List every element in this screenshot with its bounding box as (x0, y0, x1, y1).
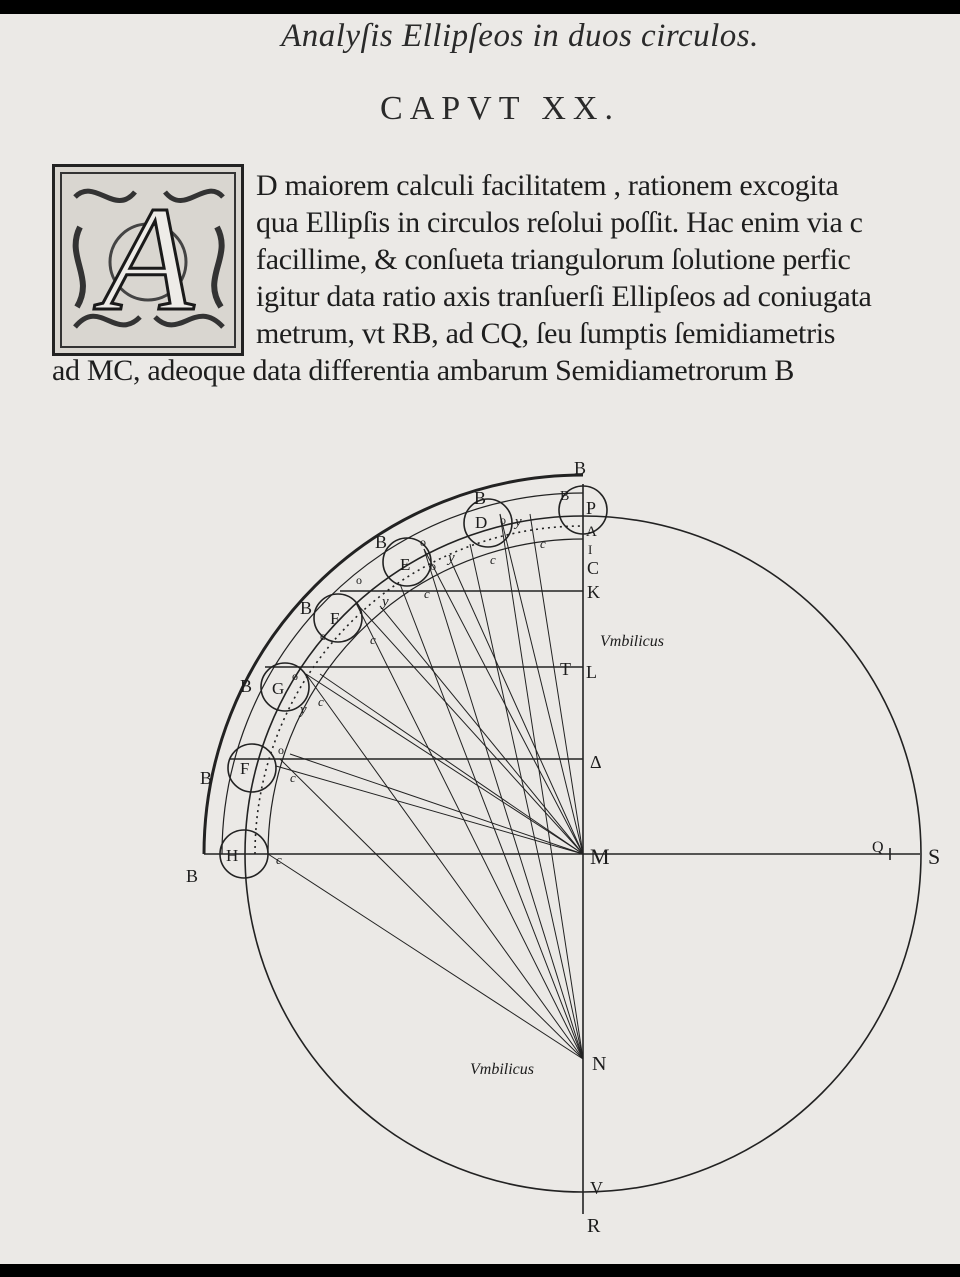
label-M: M (590, 844, 610, 869)
outer-ellipse-arc (202, 473, 584, 855)
running-head: Analyſis Ellipſeos in duos circulos. (281, 18, 759, 54)
label-y-3: y (380, 594, 389, 610)
label-K: K (587, 582, 600, 602)
label-C-axis: C (587, 558, 599, 578)
label-umbilicus-lower: Vmbilicus (470, 1061, 534, 1078)
label-R: R (587, 1215, 601, 1237)
label-F: F (330, 609, 339, 628)
label-B-outer-2: B (200, 768, 212, 788)
label-A: A (586, 524, 597, 540)
initial-letter: A (93, 176, 195, 342)
label-D: D (475, 513, 487, 532)
label-P: P (586, 498, 596, 518)
label-c-1: c (276, 852, 282, 867)
small-circle-A (558, 485, 608, 535)
ellipse-diagram: B P A I C K T L Δ M N V R Q S Vmbilicus … (186, 458, 940, 1237)
label-delta: Δ (590, 752, 602, 772)
label-y-2: y (446, 550, 455, 566)
label-c-5: c (424, 586, 430, 601)
dotted-arc (254, 525, 584, 855)
label-I: I (588, 542, 592, 557)
label-c-2: c (290, 770, 296, 785)
label-B-outer-1: B (186, 866, 198, 886)
label-c-7: c (540, 536, 546, 551)
label-S: S (928, 844, 940, 869)
label-o-7: o (430, 559, 436, 573)
label-c-3: c (318, 694, 324, 709)
chapter-title: CAPVT XX. (380, 90, 620, 127)
label-B-outer-5: B (375, 532, 387, 552)
label-y-4: y (298, 702, 307, 718)
small-circle-G (260, 662, 310, 712)
label-B-top: B (574, 458, 586, 478)
label-T: T (560, 659, 571, 679)
label-o-3: o (356, 573, 362, 587)
label-B-outer-7: B (560, 489, 569, 504)
label-c-4: c (370, 632, 376, 647)
label-B-outer-6: B (474, 488, 486, 508)
inner-band-arc (267, 538, 584, 855)
outer-band-arc (221, 492, 584, 855)
label-E: E (400, 555, 410, 574)
text-line-5: metrum, vt RB, ad CQ, ſeu ſumptis ſemidi… (256, 317, 836, 350)
small-circle-F (313, 593, 363, 643)
text-line-3: facillime, & conſueta triangulorum ſolut… (256, 243, 851, 276)
decorated-initial-letter: A (52, 164, 244, 356)
label-B-outer-3: B (240, 676, 252, 696)
label-G: G (272, 679, 284, 698)
small-circle-digamma (227, 743, 277, 793)
label-B-outer-4: B (300, 598, 312, 618)
text-line-4: igitur data ratio axis tranſuerſi Ellipſ… (256, 280, 872, 313)
label-o-2: o (420, 535, 426, 549)
label-L: L (586, 662, 597, 682)
label-digamma: Ϝ (240, 759, 249, 778)
label-o-6: o (278, 743, 284, 757)
label-H: H (226, 846, 238, 865)
ornament-icon: A (60, 172, 236, 348)
label-o-5: o (292, 669, 298, 683)
label-V: V (590, 1178, 603, 1198)
label-N: N (592, 1053, 606, 1075)
label-umbilicus-upper: Vmbilicus (600, 633, 664, 650)
text-line-1: D maiorem calculi facilitatem , rationem… (256, 169, 839, 202)
label-o-1: o (500, 513, 506, 527)
small-circle-D (463, 498, 513, 548)
text-line-2: qua Ellipſis in circulos reſolui poſſit.… (256, 206, 863, 239)
label-c-6: c (490, 552, 496, 567)
label-y-1: y (513, 514, 522, 530)
label-o-4: o (320, 629, 326, 643)
label-Q: Q (872, 839, 884, 856)
text-line-6: ad MC, adeoque data differentia ambarum … (52, 354, 795, 387)
book-page: Analyſis Ellipſeos in duos circulos. CAP… (0, 14, 960, 1264)
